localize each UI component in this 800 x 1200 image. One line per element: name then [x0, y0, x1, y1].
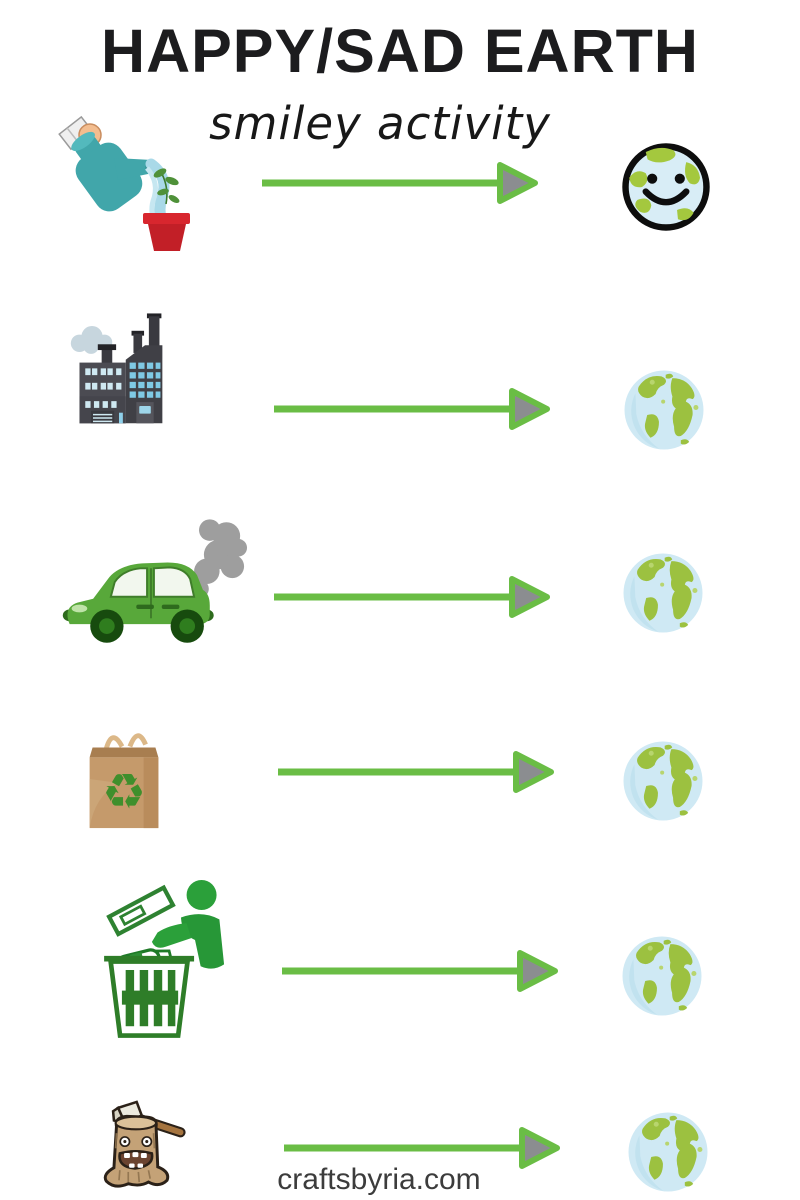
svg-text:♻: ♻ [102, 762, 146, 820]
green-arrow-icon [259, 161, 539, 205]
earth-globe-icon [621, 739, 705, 823]
happy-smiley-earth-icon [620, 141, 712, 233]
earth-globe-icon [620, 934, 704, 1018]
watering-plants-icon [48, 100, 198, 254]
earth-globe-icon [621, 551, 705, 635]
green-arrow-icon [271, 575, 551, 619]
green-arrow-icon [271, 387, 551, 431]
green-arrow-icon [279, 949, 559, 993]
chopped-tree-stump-icon [76, 1080, 194, 1200]
green-arrow-icon [275, 750, 555, 794]
factory-pollution-icon [66, 304, 172, 426]
page-title: HAPPY/SAD EARTH [101, 17, 699, 85]
website-url: craftsbyria.com [277, 1163, 481, 1196]
throw-trash-in-bin-icon [76, 868, 240, 1042]
page-subtitle: smiley activity [209, 97, 551, 150]
car-exhaust-icon [52, 510, 248, 658]
earth-globe-icon [622, 368, 706, 452]
recycle-paper-bag-icon: ♻ [74, 722, 174, 832]
green-arrow-icon [281, 1126, 561, 1170]
